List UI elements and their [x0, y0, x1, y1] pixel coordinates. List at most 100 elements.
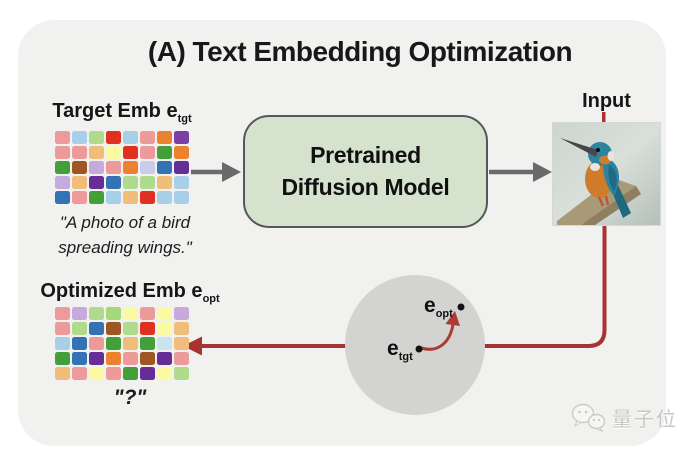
emb-cell	[123, 176, 138, 189]
emb-cell	[72, 161, 87, 174]
emb-cell	[55, 131, 70, 144]
emb-cell	[174, 161, 189, 174]
optimized-emb-label: Optimized Emb eopt	[30, 280, 230, 305]
e-tgt-label-text: e	[387, 337, 399, 360]
emb-cell	[140, 191, 155, 204]
model-box-line-2: Diffusion Model	[281, 173, 450, 200]
emb-cell	[157, 307, 172, 320]
emb-cell	[106, 161, 121, 174]
emb-cell	[123, 367, 138, 380]
emb-cell	[174, 352, 189, 365]
emb-cell	[55, 307, 70, 320]
emb-cell	[157, 161, 172, 174]
input-label: Input	[582, 90, 631, 112]
e-opt-label: eopt	[424, 294, 453, 320]
emb-cell	[157, 337, 172, 350]
emb-cell	[123, 131, 138, 144]
emb-cell	[72, 176, 87, 189]
emb-cell	[123, 307, 138, 320]
emb-cell	[157, 367, 172, 380]
emb-cell	[55, 176, 70, 189]
emb-cell	[89, 131, 104, 144]
emb-cell	[55, 146, 70, 159]
emb-cell	[89, 161, 104, 174]
emb-cell	[157, 176, 172, 189]
emb-cell	[106, 367, 121, 380]
emb-cell	[89, 367, 104, 380]
emb-cell	[72, 322, 87, 335]
emb-cell	[89, 352, 104, 365]
emb-cell	[174, 322, 189, 335]
emb-cell	[106, 307, 121, 320]
emb-cell	[140, 146, 155, 159]
emb-cell	[140, 131, 155, 144]
emb-cell	[72, 352, 87, 365]
prompt-line-2: spreading wings."	[58, 237, 192, 257]
emb-cell	[157, 131, 172, 144]
model-box-line-1: Pretrained	[310, 142, 421, 169]
emb-cell	[72, 146, 87, 159]
emb-cell	[157, 322, 172, 335]
watermark: 量子位	[570, 402, 678, 432]
e-tgt-label-subscript: tgt	[398, 351, 413, 364]
target-emb-label: Target Emb etgt	[34, 100, 210, 125]
emb-cell	[106, 337, 121, 350]
diffusion-model-box: Pretrained Diffusion Model	[243, 115, 488, 228]
emb-cell	[174, 176, 189, 189]
emb-cell	[72, 191, 87, 204]
emb-cell	[106, 352, 121, 365]
emb-cell	[72, 337, 87, 350]
emb-cell	[174, 367, 189, 380]
emb-cell	[123, 337, 138, 350]
emb-cell	[140, 307, 155, 320]
emb-cell	[123, 322, 138, 335]
emb-cell	[89, 307, 104, 320]
emb-cell	[89, 337, 104, 350]
emb-cell	[106, 176, 121, 189]
emb-cell	[174, 146, 189, 159]
e-tgt-label: etgt	[387, 337, 413, 363]
emb-cell	[140, 322, 155, 335]
optimized-emb-grid	[55, 307, 189, 380]
emb-cell	[55, 337, 70, 350]
emb-cell	[89, 322, 104, 335]
emb-cell	[123, 161, 138, 174]
emb-cell	[174, 131, 189, 144]
target-emb-label-text: Target Emb e	[52, 100, 178, 122]
emb-cell	[89, 176, 104, 189]
emb-cell	[106, 191, 121, 204]
kingfisher-image	[553, 123, 660, 225]
emb-cell	[140, 161, 155, 174]
optimized-prompt-caption: "?"	[113, 386, 147, 409]
emb-cell	[55, 322, 70, 335]
diagram-title: (A) Text Embedding Optimization	[147, 36, 573, 67]
emb-cell	[174, 191, 189, 204]
optimized-emb-label-subscript: opt	[202, 293, 220, 305]
emb-cell	[55, 161, 70, 174]
e-opt-label-subscript: opt	[435, 308, 453, 321]
emb-cell	[106, 146, 121, 159]
emb-cell	[72, 367, 87, 380]
emb-cell	[89, 191, 104, 204]
optimized-emb-label-text: Optimized Emb e	[40, 280, 203, 302]
emb-cell	[123, 146, 138, 159]
prompt-text: "A photo of a bird spreading wings."	[14, 211, 236, 260]
target-emb-grid	[55, 131, 189, 204]
emb-cell	[72, 307, 87, 320]
e-opt-label-text: e	[424, 294, 436, 317]
emb-cell	[55, 191, 70, 204]
prompt-line-1: "A photo of a bird	[59, 213, 191, 232]
emb-cell	[106, 131, 121, 144]
emb-cell	[140, 367, 155, 380]
emb-cell	[55, 367, 70, 380]
emb-cell	[174, 337, 189, 350]
emb-cell	[140, 352, 155, 365]
emb-cell	[174, 307, 189, 320]
watermark-text: 量子位	[612, 408, 678, 431]
emb-cell	[72, 131, 87, 144]
emb-cell	[55, 352, 70, 365]
emb-cell	[157, 191, 172, 204]
emb-cell	[123, 352, 138, 365]
emb-cell	[140, 337, 155, 350]
